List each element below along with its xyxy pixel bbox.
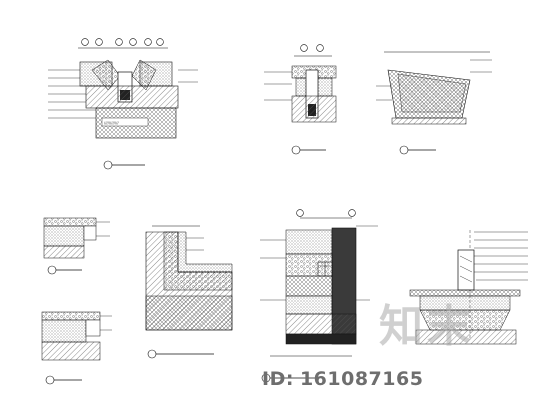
detail-4-title: [47, 265, 82, 275]
detail-3-title: [399, 145, 436, 155]
watermark-id-value: 161087165: [299, 368, 424, 390]
detail-1-title: [103, 160, 145, 170]
detail-section-3: [376, 51, 492, 155]
detail-section-5: [145, 225, 233, 359]
detail-6-title: [45, 375, 82, 385]
detail-section-2: [264, 44, 337, 155]
watermark-id: ID: 161087165: [262, 367, 423, 391]
svg-text:////////////: ////////////: [104, 121, 119, 125]
watermark-id-label: ID:: [262, 368, 294, 390]
detail-section-6: [41, 311, 112, 385]
detail-5-title: [147, 349, 214, 359]
detail-section-7: [260, 209, 378, 383]
detail-2-title: [291, 145, 326, 155]
detail-section-1: ////////////: [48, 38, 198, 170]
detail-section-4: [43, 217, 110, 275]
detail-section-8: [409, 230, 528, 345]
detail-7-title: [261, 373, 318, 383]
